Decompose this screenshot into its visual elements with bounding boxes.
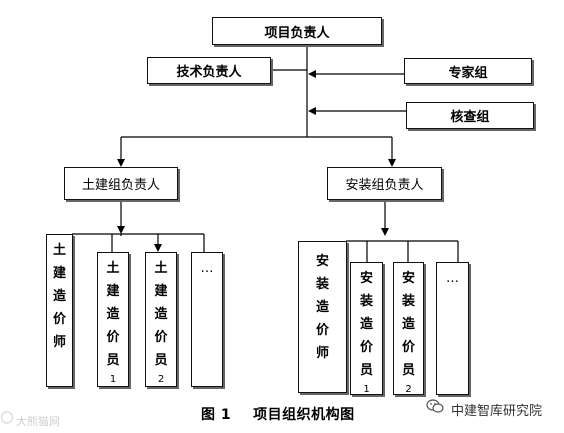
- char: 员: [106, 353, 120, 368]
- char: 建: [154, 284, 168, 299]
- ellipsis: …: [200, 261, 214, 276]
- char: 装: [359, 294, 373, 309]
- number: 2: [405, 384, 412, 395]
- char: 装: [401, 294, 415, 309]
- tech-leader-label: 技术负责人: [176, 65, 242, 80]
- number: 1: [109, 374, 117, 385]
- char: 造: [359, 317, 373, 332]
- civil-estimator-2-box: 土 建 造 价 员 2 2: [145, 252, 177, 387]
- civil-cost-engineer-box: 土 建 造 价 师: [46, 234, 73, 387]
- watermark-logo-icon: [0, 411, 14, 424]
- char: 土: [154, 261, 168, 276]
- civil-group-leader-label: 土建组负责人: [81, 178, 160, 193]
- install-estimator-1-box: 安 装 造 价 员 1: [350, 262, 383, 395]
- char: 造: [315, 300, 329, 315]
- civil-estimator-1-box: 土 建 造 价 员 1: [97, 252, 129, 387]
- install-group-leader-label: 安装组负责人: [345, 178, 424, 193]
- figure-label: 图 1: [201, 407, 232, 423]
- install-group-leader-box: 安装组负责人: [327, 167, 442, 200]
- char: 价: [52, 312, 66, 327]
- tech-leader-box: 技术负责人: [147, 57, 271, 84]
- number: 1: [363, 384, 370, 395]
- figure-title: 项目组织机构图: [253, 407, 355, 423]
- install-more-box: …: [436, 262, 469, 395]
- char: 安: [315, 254, 329, 269]
- wechat-icon: [426, 399, 444, 413]
- char: 价: [401, 340, 415, 355]
- char: 土: [52, 243, 66, 258]
- install-estimator-2-box: 安 装 造 价 员 2 2: [393, 262, 424, 395]
- project-leader-label: 项目负责人: [264, 25, 330, 41]
- watermark-right: 中建智库研究院: [451, 404, 543, 419]
- char: 安: [359, 271, 373, 286]
- install-cost-engineer-box: 安 装 造 价 师: [298, 241, 347, 393]
- project-leader-box: 项目负责人: [212, 17, 382, 45]
- civil-group-leader-box: 土建组负责人: [64, 167, 178, 200]
- audit-group-label: 核查组: [450, 110, 490, 125]
- char: 师: [52, 335, 66, 350]
- char: 员: [359, 363, 373, 378]
- char: 员: [154, 353, 168, 368]
- char: 土: [106, 261, 120, 276]
- char: 价: [315, 323, 329, 338]
- char: 造: [52, 289, 66, 304]
- char: 价: [106, 330, 120, 345]
- char: 安: [401, 271, 415, 286]
- civil-more-box: …: [191, 252, 223, 387]
- char: 价: [359, 340, 373, 355]
- watermark-left: 大熊猫网: [16, 415, 60, 428]
- char: 建: [52, 266, 66, 281]
- char: 价: [154, 330, 168, 345]
- figure-caption: 图 1 项目组织机构图: [201, 404, 355, 424]
- ellipsis: …: [446, 271, 459, 286]
- expert-group-label: 专家组: [448, 65, 488, 81]
- char: 造: [154, 307, 168, 322]
- expert-group-box: 专家组: [404, 58, 532, 84]
- char: 造: [401, 317, 415, 332]
- char: 装: [315, 277, 329, 292]
- char: 师: [315, 346, 329, 361]
- char: 员: [401, 363, 415, 378]
- char: 建: [106, 284, 120, 299]
- char: 造: [106, 307, 120, 322]
- audit-group-box: 核查组: [406, 102, 534, 129]
- number: 2: [157, 374, 165, 385]
